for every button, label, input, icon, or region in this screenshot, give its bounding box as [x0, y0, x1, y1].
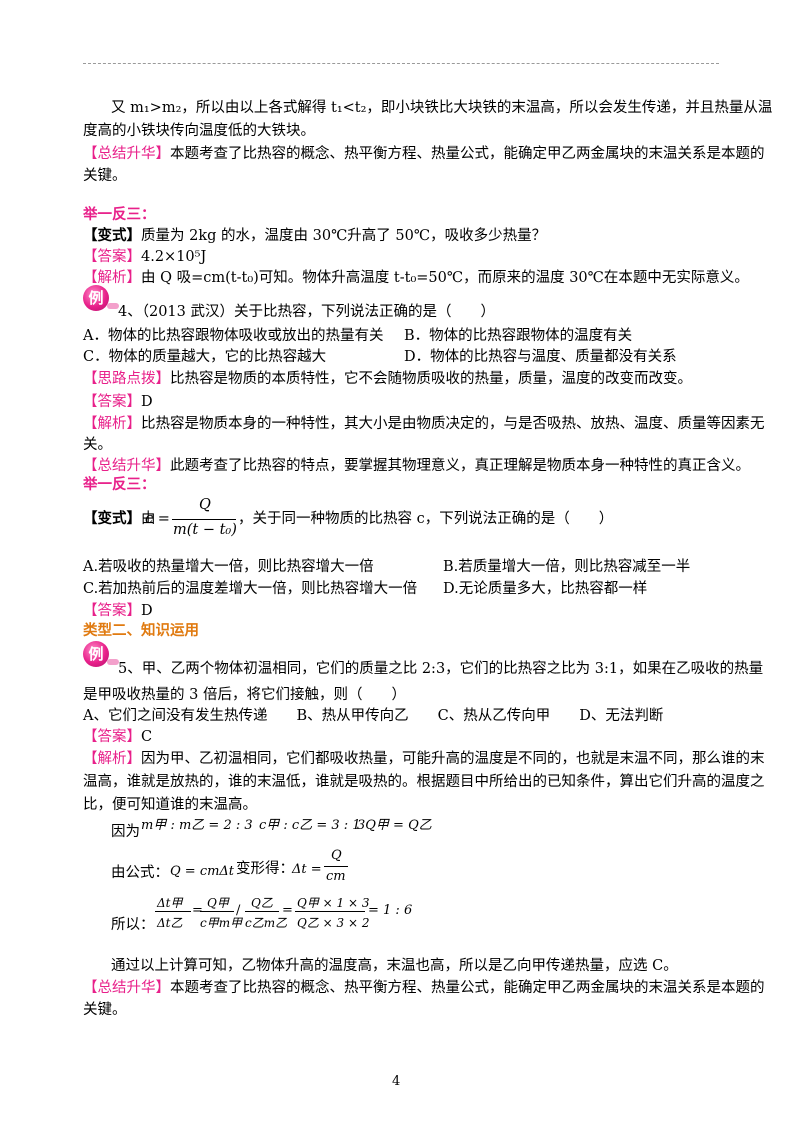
fraction-bar [324, 866, 348, 867]
variant-text: ，关于同一种物质的比热容 c，下列说法正确的是（ ） [238, 511, 614, 527]
type-heading: 类型二、知识运用 [83, 623, 199, 639]
ratio-2-numerator: Q甲 [207, 896, 229, 910]
ratio-1-denominator: Δt乙 [157, 916, 183, 930]
variant-line: 【变式】质量为 2kg 的水，温度由 30℃升高了 50℃，吸收多少热量？ [83, 226, 546, 246]
page-number: 4 [392, 1074, 401, 1089]
fraction-bar [155, 911, 191, 912]
transform-label: 变形得： [236, 861, 294, 877]
variant-text: 质量为 2kg 的水，温度由 30℃升高了 50℃，吸收多少热量？ [141, 228, 547, 244]
option-c: C．物体的质量越大，它的比热容越大 [83, 349, 327, 365]
ratio-3-numerator: Q乙 [251, 896, 273, 910]
ratio-result: = 1 : 6 [368, 903, 413, 918]
analysis-line: 【解析】因为甲、乙初温相同，它们都吸收热量，可能升高的温度是不同的，也就是末温不… [83, 749, 765, 769]
formula-q: Q = cmΔt [170, 864, 235, 879]
divide-sign: / [236, 903, 241, 918]
answer-line: 【答案】4.2×10⁵J [83, 247, 206, 267]
variant-line: 【变式】由 [83, 509, 156, 529]
text-line: 比，便可知道谁的末温高。 [83, 797, 257, 813]
analysis-tag: 【解析】 [83, 270, 141, 286]
fraction-bar [172, 519, 236, 520]
text-line: 温高，谁就是放热的，谁的末温低，谁就是吸热的。根据题目中所给出的已知条件，算出它… [83, 774, 765, 790]
analysis-text: 比热容是物质本身的一种特性，其大小是由物质决定的，与是否吸热、放热、温度、质量等… [141, 416, 765, 432]
ratio-2-denominator: c甲m甲 [200, 916, 243, 930]
answer-text: D [141, 603, 153, 619]
summary-line: 【总结升华】本题考查了比热容的概念、热平衡方程、热量公式，能确定甲乙两金属块的末… [83, 144, 765, 164]
section-heading: 举一反三： [83, 207, 156, 223]
formula-label: 由公式： [111, 865, 169, 881]
hint-text: 比热容是物质的本质特性，它不会随物质吸收的热量，质量，温度的改变而改变。 [170, 371, 692, 387]
ratio-4-denominator: Q乙 × 3 × 2 [297, 916, 370, 930]
answer-tag: 【答案】 [83, 603, 141, 619]
equation-heat-ratio: 3Q甲 = Q乙 [357, 818, 432, 833]
analysis-line: 【解析】由 Q 吸=cm(t-t₀)可知。物体升高温度 t-t₀=50℃，而原来… [83, 268, 749, 288]
formula-numerator: Q [199, 497, 211, 513]
formula-lhs: c = [145, 511, 170, 527]
formula-dt-lhs: Δt = [292, 862, 322, 877]
summary-tag: 【总结升华】 [83, 146, 170, 162]
ratio-1-numerator: Δt甲 [157, 896, 183, 910]
answer-text: C [141, 729, 153, 745]
answer-text: 4.2×10⁵J [141, 249, 207, 265]
answer-tag: 【答案】 [83, 394, 141, 410]
variant-tag: 【变式】 [83, 510, 141, 527]
variant-text: 由 [141, 511, 156, 527]
ratio-4-numerator: Q甲 × 1 × 3 [297, 896, 370, 910]
answer-tag: 【答案】 [83, 249, 141, 265]
so-label: 所以： [111, 917, 155, 933]
hint-line: 【思路点拨】比热容是物质的本质特性，它不会随物质吸收的热量，质量，温度的改变而改… [83, 369, 692, 389]
text-line: 又 m₁>m₂，所以由以上各式解得 t₁<t₂，即小块铁比大块铁的末温高，所以会… [111, 100, 773, 116]
option-d: D.无论质量多大，比热容都一样 [443, 581, 648, 597]
summary-tag: 【总结升华】 [83, 980, 170, 996]
answer-line: 【答案】D [83, 392, 153, 412]
option-a: A.若吸收的热量增大一倍，则比热容增大一倍 [83, 559, 374, 575]
answer-text: D [141, 394, 153, 410]
analysis-text: 因为甲、乙初温相同，它们都吸收热量，可能升高的温度是不同的，也就是末温不同，那么… [141, 751, 765, 767]
equation-mass-ratio: m甲 : m乙 = 2 : 3 [141, 818, 253, 833]
analysis-line: 【解析】比热容是物质本身的一种特性，其大小是由物质决定的，与是否吸热、放热、温度… [83, 414, 765, 434]
formula-denominator: m(t − t₀) [173, 522, 237, 538]
fraction-bar [295, 911, 365, 912]
option-c: C.若加热前后的温度差增大一倍，则比热容增大一倍 [83, 581, 418, 597]
question-5: 5、甲、乙两个物体初温相同，它们的质量之比 2:3，它们的比热容之比为 3:1，… [118, 661, 764, 677]
summary-text: 本题考查了比热容的概念、热平衡方程、热量公式，能确定甲乙两金属块的末温关系是本题… [170, 980, 765, 996]
fraction-bar [200, 911, 234, 912]
answer-tag: 【答案】 [83, 729, 141, 745]
text-line: 关键。 [83, 168, 127, 184]
option-a: A．物体的比热容跟物体吸收或放出的热量有关 [83, 328, 384, 344]
question-4: 4、（2013 武汉）关于比热容，下列说法正确的是（ ） [118, 304, 495, 320]
because-label: 因为 [111, 824, 140, 840]
summary-text: 本题考查了比热容的概念、热平衡方程、热量公式，能确定甲乙两金属块的末温关系是本题… [170, 146, 765, 162]
section-heading: 举一反三： [83, 477, 156, 493]
summary-tag: 【总结升华】 [83, 458, 170, 474]
hint-tag: 【思路点拨】 [83, 371, 170, 387]
variant-tag: 【变式】 [83, 227, 141, 244]
text-line: 是甲吸收热量的 3 倍后，将它们接触，则（ ） [83, 687, 406, 703]
analysis-text: 由 Q 吸=cm(t-t₀)可知。物体升高温度 t-t₀=50℃，而原来的温度 … [141, 270, 749, 286]
analysis-tag: 【解析】 [83, 416, 141, 432]
example-icon: 例 [83, 285, 119, 311]
formula-dt-numerator: Q [331, 848, 342, 863]
ratio-3-denominator: c乙m乙 [245, 916, 288, 930]
options-line: A、它们之间没有发生热传递 B、热从甲传向乙 C、热从乙传向甲 D、无法判断 [83, 708, 664, 724]
text-line: 关键。 [83, 1002, 127, 1018]
text-line: 度高的小铁块传向温度低的大铁块。 [83, 123, 315, 139]
analysis-tag: 【解析】 [83, 751, 141, 767]
equals-sign: = [192, 903, 203, 918]
summary-line: 【总结升华】本题考查了比热容的概念、热平衡方程、热量公式，能确定甲乙两金属块的末… [83, 978, 765, 998]
option-b: B.若质量增大一倍，则比热容减至一半 [443, 559, 691, 575]
formula-dt-denominator: cm [326, 869, 346, 884]
text-line: 关。 [83, 437, 112, 453]
option-b: B．物体的比热容跟物体的温度有关 [404, 328, 633, 344]
summary-text: 此题考查了比热容的特点，要掌握其物理意义，真正理解是物质本身一种特性的真正含义。 [170, 458, 750, 474]
fraction-bar [245, 911, 279, 912]
example-icon: 例 [83, 641, 119, 667]
conclusion-line: 通过以上计算可知，乙物体升高的温度高，末温也高，所以是乙向甲传递热量，应选 C。 [111, 958, 678, 974]
header-rule [83, 63, 719, 64]
option-d: D．物体的比热容与温度、质量都没有关系 [404, 349, 677, 365]
answer-line: 【答案】C [83, 727, 152, 747]
equals-sign: = [282, 903, 293, 918]
answer-line: 【答案】D [83, 601, 153, 621]
summary-line: 【总结升华】此题考查了比热容的特点，要掌握其物理意义，真正理解是物质本身一种特性… [83, 456, 750, 476]
equation-heat-capacity-ratio: c甲 : c乙 = 3 : 1 [259, 818, 361, 833]
